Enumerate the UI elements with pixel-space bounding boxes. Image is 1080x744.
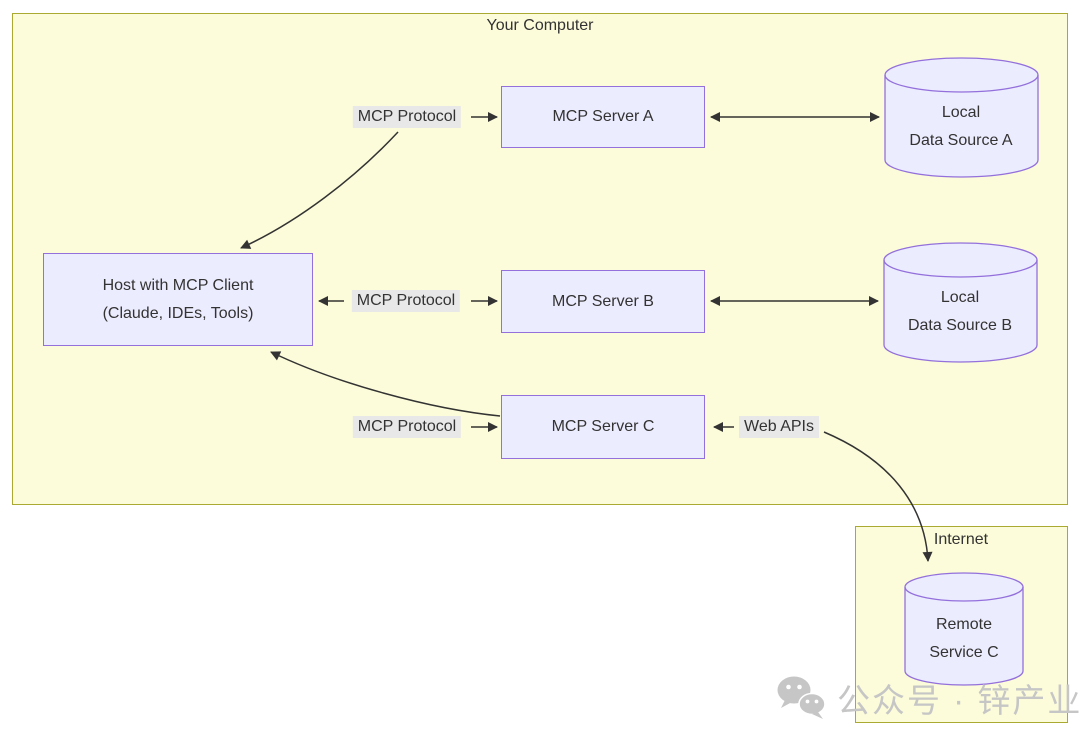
remote-service-label: Remote Service C <box>929 611 998 667</box>
server-b-label: MCP Server B <box>552 292 654 310</box>
datasource-b-line1: Local <box>940 289 980 306</box>
datasource-b-label: Local Data Source B <box>908 284 1012 340</box>
edge-label-mcp-protocol-a: MCP Protocol <box>352 106 462 128</box>
edge-label-mcp-protocol-c: MCP Protocol <box>352 416 462 438</box>
server-b-node: MCP Server B <box>501 270 705 333</box>
edge-label-mcp-protocol-b: MCP Protocol <box>351 290 461 312</box>
server-a-label: MCP Server A <box>552 108 654 125</box>
datasource-b-cylinder <box>883 242 1038 363</box>
internet-title: Internet <box>933 531 989 548</box>
remote-service-line1: Remote <box>935 616 993 633</box>
arrow-protocol-a-to-host <box>240 131 399 249</box>
host-node-line2: (Claude, IDEs, Tools) <box>102 304 254 322</box>
datasource-a-cylinder <box>884 57 1039 178</box>
watermark-text: 公众号 · 锌产业 <box>837 682 1080 719</box>
server-a-node: MCP Server A <box>501 86 705 148</box>
datasource-b-line2: Data Source B <box>907 317 1013 334</box>
your-computer-title: Your Computer <box>486 17 594 34</box>
remote-service-cylinder <box>904 572 1024 686</box>
wechat-icon <box>777 676 826 719</box>
remote-service-line2: Service C <box>929 644 999 661</box>
datasource-a-line1: Local <box>941 104 981 121</box>
arrow-webapis-to-remote-service <box>823 431 933 562</box>
watermark: 公众号 · 锌产业 <box>776 674 1080 722</box>
host-node: Host with MCP Client (Claude, IDEs, Tool… <box>43 253 313 346</box>
edge-label-web-apis: Web APIs <box>739 416 819 438</box>
server-c-node: MCP Server C <box>501 395 705 459</box>
datasource-a-label: Local Data Source A <box>909 99 1012 155</box>
server-c-label: MCP Server C <box>551 418 655 435</box>
datasource-a-line2: Data Source A <box>909 132 1013 149</box>
host-node-line1: Host with MCP Client <box>102 276 254 294</box>
arrow-protocol-c-to-host <box>270 351 501 417</box>
